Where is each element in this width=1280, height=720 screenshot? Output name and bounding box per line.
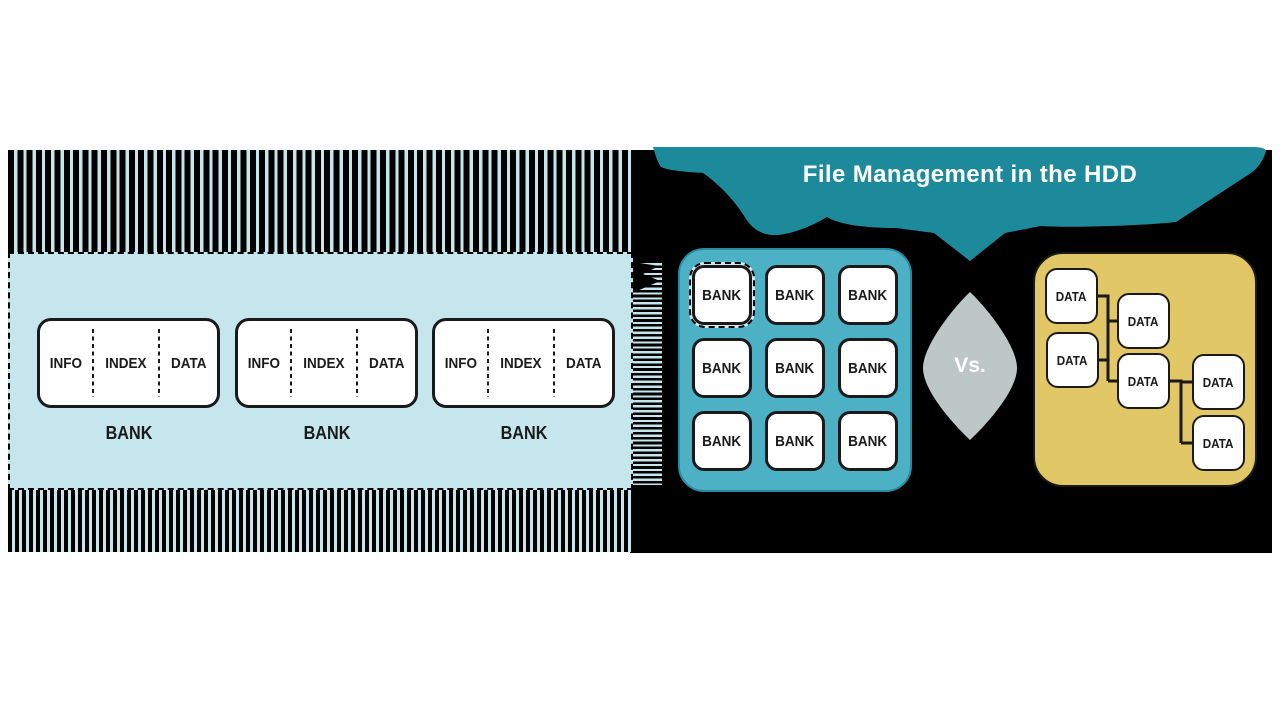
bank-square: BANK [765,338,825,398]
bank-grid-cell: BANK [835,335,901,401]
bank-card-box: INFO INDEX DATA [37,318,220,408]
bank-cell-info: INFO [444,354,477,372]
bank-grid-cell: BANK [762,262,828,328]
bank-grid-cell: BANK [689,335,755,401]
bank-cell-index: INDEX [105,354,147,372]
bank-cell-info: INFO [247,354,280,372]
bank-square: BANK [765,265,825,325]
bank-card-label: BANK [303,423,350,443]
bank-cell-index: INDEX [500,354,542,372]
banner-title: File Management in the HDD [802,161,1138,188]
bank-square: BANK [692,265,752,325]
vs-label: Vs. [954,354,986,377]
bank-card: INFO INDEX DATA BANK [37,318,220,444]
bank-card-box: INFO INDEX DATA [432,318,615,408]
flash-bank-grid: BANK BANK BANK BANK BANK BANK BANK BANK … [678,248,912,492]
bank-grid-cell-highlighted: BANK [689,262,755,328]
bank-cell-info: INFO [49,354,82,372]
data-node: DATA [1192,415,1245,471]
bank-grid-cell: BANK [835,408,901,474]
bank-grid-cell: BANK [835,262,901,328]
bank-card: INFO INDEX DATA BANK [235,318,418,444]
dashed-divider [486,329,490,397]
bank-card-box: INFO INDEX DATA [235,318,418,408]
data-node: DATA [1117,353,1170,409]
data-node: DATA [1045,268,1098,324]
bank-grid-cell: BANK [689,408,755,474]
bank-square: BANK [838,411,898,471]
bank-card-label: BANK [500,423,547,443]
bank-cell-data: DATA [368,354,405,372]
bank-square: BANK [692,411,752,471]
data-node: DATA [1192,354,1245,410]
vs-lens-shape [923,292,1017,440]
hdd-file-box: DATA DATA DATA DATA DATA DATA [1033,252,1257,487]
chip-pins-bottom [8,490,633,552]
bank-square: BANK [765,411,825,471]
flash-chip: INFO INDEX DATA BANK INFO INDEX DATA BAN… [8,150,662,553]
data-node: DATA [1046,332,1099,388]
data-node: DATA [1117,293,1170,349]
dashed-divider [157,329,161,397]
chip-pins-notch [633,262,660,291]
bank-grid-cell: BANK [762,408,828,474]
dashed-divider [289,329,293,397]
chip-pins-right [633,263,662,485]
chip-body: INFO INDEX DATA BANK INFO INDEX DATA BAN… [8,252,633,490]
bank-cell-data: DATA [565,354,602,372]
dashed-divider [355,329,359,397]
bank-card: INFO INDEX DATA BANK [432,318,615,444]
bank-square: BANK [838,265,898,325]
hdd-tree-connectors [1098,294,1192,445]
bank-square: BANK [838,338,898,398]
bank-cell-index: INDEX [303,354,345,372]
bank-card-label: BANK [105,423,152,443]
dashed-divider [552,329,556,397]
bank-grid-cell: BANK [762,335,828,401]
bank-cell-data: DATA [170,354,207,372]
dashed-divider [91,329,95,397]
chip-pins-top [8,150,633,252]
bank-square: BANK [692,338,752,398]
